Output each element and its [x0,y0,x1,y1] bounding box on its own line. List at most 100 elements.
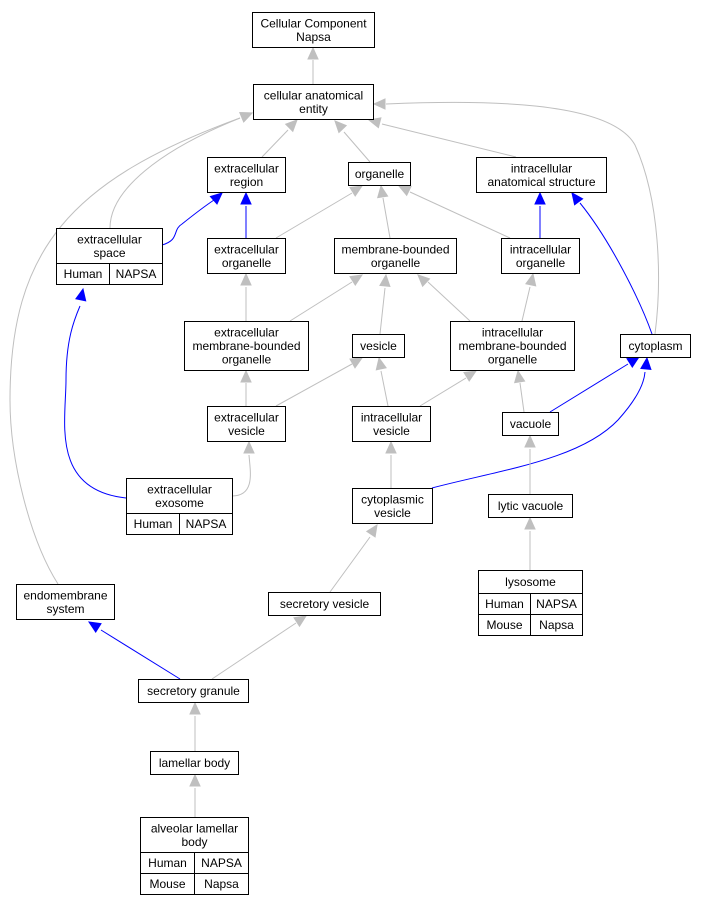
edge-line [289,281,353,322]
annotation-cell-box [179,513,233,535]
arrowhead [293,615,308,628]
annotation-cell-human-species: Human [56,263,110,285]
edge-is-a-cellular_anatomical_entity-to-cc_root [307,46,319,84]
node-label-line: exosome [155,496,204,510]
edge-line [431,371,646,489]
annotation-cell-text: Human [64,267,103,281]
edge-line [379,287,386,335]
node-label-line: vacuole [510,417,552,431]
arrowhead [379,273,391,287]
annotation-cell-box [530,614,583,636]
edge-line [275,363,353,407]
node-cytoplasm[interactable]: cytoplasm [620,334,691,358]
annotation-cell-human-species: Human [126,513,180,535]
node-box [207,238,286,274]
node-box [450,321,575,371]
arrowhead [375,356,387,371]
edge-is-a-vacuole-to-intracellular_membrane_bounded_organelle [514,369,526,413]
node-label-line: membrane-bounded [192,339,300,353]
arrowhead [189,701,201,715]
node-box [488,494,573,518]
arrowhead [334,120,348,134]
node-box [252,12,375,48]
annotation-cell-human-gene: NAPSA [194,852,249,874]
edge-line [9,117,241,585]
annotation-cell-mouse-gene: Napsa [530,614,583,636]
edge-part-of-secretory_granule-to-endomembrane_system [87,621,181,680]
edge-is-a-intracellular_membrane_bounded_organelle-to-membrane_bounded_organelle [417,274,471,322]
node-label-line: lamellar body [159,756,230,770]
edge-line [100,629,181,680]
annotation-cell-text: Mouse [149,877,185,891]
arrowhead [209,192,223,205]
annotation-cell-text: Human [134,517,173,531]
edge-line [385,101,659,335]
annotation-cell-text: Mouse [486,618,522,632]
annotation-cell-text: NAPSA [116,267,157,281]
edge-is-a-extracellular_vesicle-to-extracellular_membrane_bounded_organelle [240,369,252,406]
edge-is-a-endomembrane_system-to-cellular_anatomical_entity [9,112,254,585]
edge-line [382,197,391,239]
annotation-cell-box [194,873,249,895]
node-organelle[interactable]: organelle [348,162,411,186]
node-label-line: organelle [222,353,272,367]
arrowhead [514,369,526,384]
edge-is-a-secretory_vesicle-to-cytoplasmic_vesicle [329,523,378,593]
edge-is-a-cytoplasmic_vesicle-to-intracellular_vesicle [385,440,397,488]
edge-is-a-extracellular_membrane_bounded_organelle-to-extracellular_organelle [240,272,252,321]
node-secretory-granule[interactable]: secretory granule [138,679,249,703]
edge-line [231,454,251,497]
annotation-cell-human-gene: NAPSA [179,513,233,535]
node-label-line: membrane-bounded [458,339,566,353]
annotation-cell-text: Human [148,856,187,870]
arrowhead [239,112,254,123]
edge-is-a-intracellular_vesicle-to-vesicle [375,356,389,407]
edge-is-a-secretory_granule-to-secretory_vesicle [211,615,308,680]
node-box [348,162,411,186]
edge-line [549,363,629,413]
node-label-line: alveolar lamellar [151,821,238,835]
edge-line [343,131,371,163]
arrowhead [640,356,652,370]
node-box [501,238,580,274]
node-vacuole[interactable]: vacuole [502,412,559,436]
edge-part-of-cytoplasm-to-intracellular_anatomical_structure [571,192,653,335]
node-label-line: Cellular Component [260,16,367,30]
arrowhead [307,46,319,60]
arrowhead [75,287,87,302]
node-vesicle[interactable]: vesicle [352,334,405,358]
node-label-line: entity [299,102,328,116]
node-box [140,817,249,853]
edge-line [161,199,215,246]
arrowhead [372,98,386,110]
node-label-line: intracellular [510,242,571,256]
node-lamellar-body[interactable]: lamellar body [150,751,239,775]
node-lytic-vacuole[interactable]: lytic vacuole [488,494,573,518]
edge-is-a-intracellular_anatomical_structure-to-cellular_anatomical_entity [367,117,517,158]
edge-is-a-vesicle-to-membrane_bounded_organelle [379,273,391,335]
node-label-line: cytoplasmic [361,492,424,506]
node-box [207,406,286,442]
node-label-line: organelle [222,256,272,270]
node-box [184,321,309,371]
edges-layer [9,46,659,817]
node-secretory-vesicle[interactable]: secretory vesicle [268,592,381,616]
annotation-cell-text: NAPSA [186,517,227,531]
